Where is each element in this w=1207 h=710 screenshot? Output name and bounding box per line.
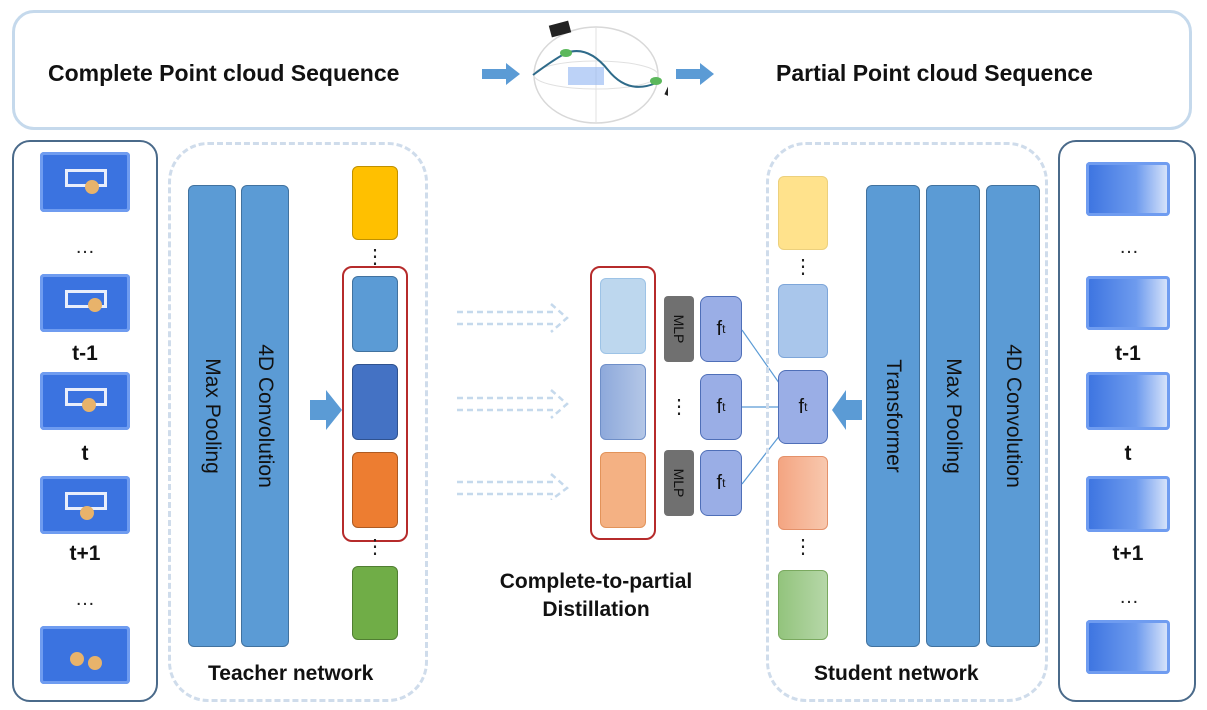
ft-connector-lines	[741, 329, 785, 485]
teacher-network-box	[168, 142, 428, 702]
teacher-feature-yellow	[352, 166, 398, 240]
partial-frame-thumb	[1086, 162, 1170, 216]
complete-sequence-label: Complete Point cloud Sequence	[48, 60, 400, 86]
header-arrow-left	[482, 63, 520, 85]
partial-frame-thumb	[1086, 620, 1170, 674]
teacher-feature-blue-dark	[352, 364, 398, 440]
right-frame-label-prev: t-1	[1115, 342, 1141, 365]
mlp-dots: ⋮	[669, 396, 689, 418]
distill-feature-light-blue	[600, 278, 646, 354]
teacher-max-pooling-layer: Max Pooling	[188, 185, 236, 647]
complete-frame-thumb	[40, 372, 130, 430]
student-backward-arrow	[832, 390, 862, 430]
left-frame-label-cur: t	[81, 442, 89, 465]
complete-frame-thumb	[40, 476, 130, 534]
distillation-label-line2: Distillation	[542, 598, 650, 621]
complete-frame-thumb	[40, 152, 130, 212]
student-feature-green	[778, 570, 828, 640]
partial-frame-thumb	[1086, 276, 1170, 330]
complete-sequence-panel	[12, 140, 158, 702]
teacher-feature-blue-light	[352, 276, 398, 352]
teacher-4d-convolution-layer: 4D Convolution	[241, 185, 289, 647]
right-dots-top: …	[1119, 236, 1139, 258]
left-dots-bottom: …	[75, 588, 95, 610]
student-dots-top: ⋮	[793, 256, 813, 278]
complete-frame-thumb	[40, 626, 130, 684]
partial-frame-thumb	[1086, 372, 1170, 430]
student-dots-bottom: ⋮	[793, 536, 813, 558]
teacher-network-label: Teacher network	[208, 662, 374, 685]
student-network-box	[766, 142, 1048, 702]
left-frame-label-next: t+1	[69, 542, 101, 565]
left-dots-top: …	[75, 236, 95, 258]
distillation-arrows	[457, 303, 569, 500]
distill-feature-blue	[600, 364, 646, 440]
teacher-feature-green	[352, 566, 398, 640]
teacher-feature-orange	[352, 452, 398, 528]
partial-sequence-label: Partial Point cloud Sequence	[776, 60, 1093, 86]
teacher-forward-arrow	[310, 390, 342, 430]
camera-trajectory-icon	[532, 20, 668, 124]
student-network-label: Student network	[814, 662, 979, 685]
left-frame-label-prev: t-1	[72, 342, 98, 365]
mlp-block-top: MLP	[664, 296, 694, 362]
distillation-label-line1: Complete-to-partial	[499, 570, 693, 593]
teacher-selected-features	[342, 266, 408, 542]
student-max-pooling-layer: Max Pooling	[926, 185, 980, 647]
teacher-dots-bottom: ⋮	[365, 536, 385, 558]
right-dots-bottom: …	[1119, 586, 1139, 608]
right-frame-label-cur: t	[1124, 442, 1132, 465]
mlp-block-bottom: MLP	[664, 450, 694, 516]
student-selected-features	[590, 266, 656, 540]
partial-frame-thumb	[1086, 476, 1170, 532]
header-box	[12, 10, 1192, 130]
complete-frame-thumb	[40, 274, 130, 332]
student-feature-orange	[778, 456, 828, 530]
distill-feature-orange	[600, 452, 646, 528]
student-feature-light-blue	[778, 284, 828, 358]
header-arrow-right	[676, 63, 714, 85]
student-transformer-layer: Transformer	[866, 185, 920, 647]
right-frame-label-next: t+1	[1112, 542, 1144, 565]
student-feature-yellow	[778, 176, 828, 250]
student-4d-convolution-layer: 4D Convolution	[986, 185, 1040, 647]
teacher-dots-top: ⋮	[365, 246, 385, 268]
partial-sequence-panel	[1058, 140, 1196, 702]
